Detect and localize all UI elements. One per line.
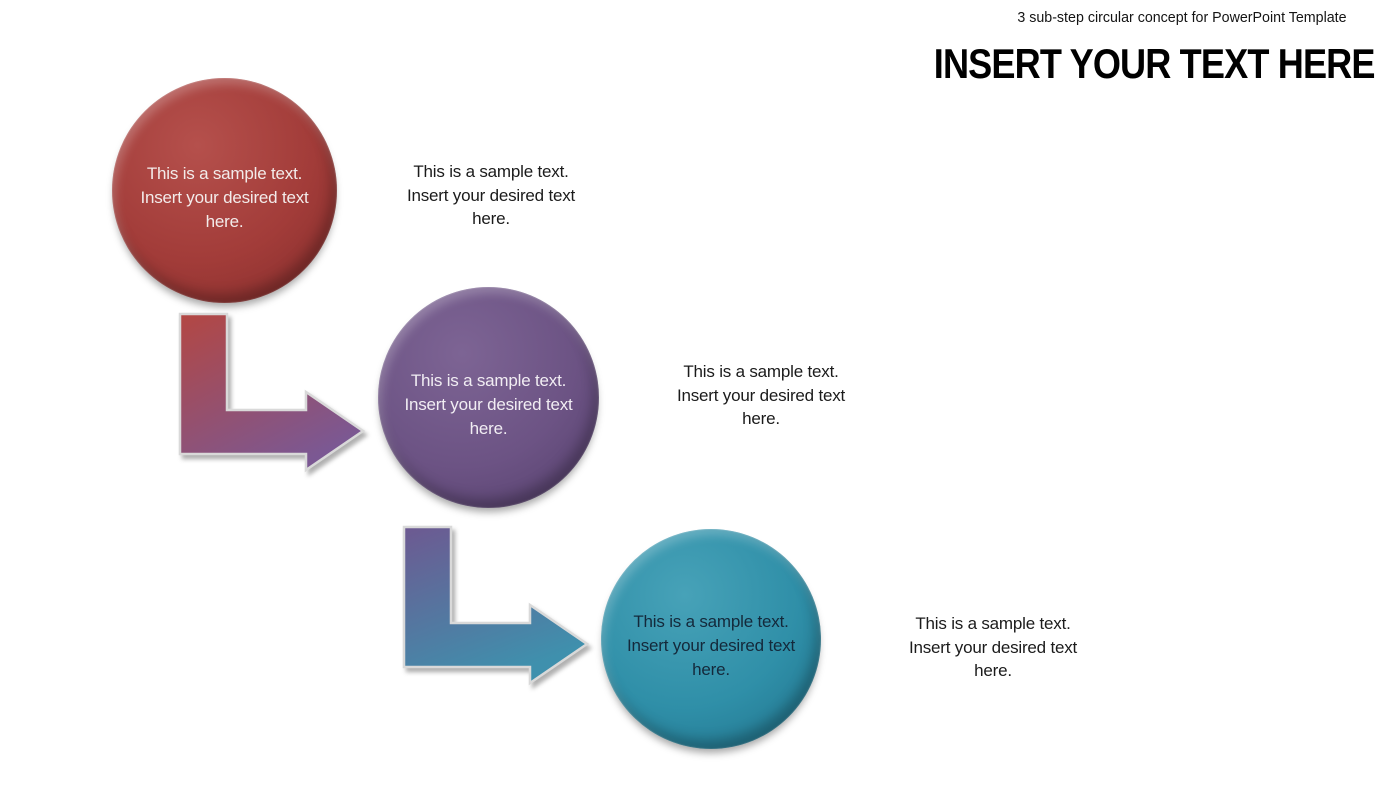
text-line: Insert your desired text [404, 394, 573, 414]
slide-subtitle: 3 sub-step circular concept for PowerPoi… [1017, 9, 1347, 26]
step-3-circle: This is a sample text. Insert your desir… [601, 529, 821, 749]
text-line: This is a sample text. [146, 163, 303, 183]
text-line: Insert your desired text [140, 187, 309, 207]
text-line: This is a sample text. [410, 370, 567, 390]
elbow-arrow-1-shape [178, 312, 366, 473]
text-line: here. [472, 209, 510, 228]
text-line: here. [469, 418, 508, 438]
text-line: here. [974, 661, 1012, 680]
elbow-arrow-1 [178, 312, 366, 473]
text-line: here. [205, 211, 244, 231]
elbow-arrow-2 [402, 525, 590, 686]
text-line: Insert your desired text [676, 385, 846, 405]
step-2-side-text: This is a sample text. Insert your desir… [641, 360, 881, 431]
text-line: This is a sample text. [915, 614, 1071, 633]
text-line: This is a sample text. [633, 612, 789, 631]
text-line: Insert your desired text [908, 637, 1078, 657]
step-2-circle-text: This is a sample text. Insert your desir… [388, 369, 588, 441]
step-3-side-text: This is a sample text. Insert your desir… [873, 612, 1113, 683]
text-line: Insert your desired text [406, 185, 576, 205]
step-1-circle-text: This is a sample text. Insert your desir… [124, 162, 324, 234]
step-1-side-text: This is a sample text. Insert your desir… [371, 160, 611, 231]
step-3-circle-text: This is a sample text. Insert your desir… [611, 610, 811, 682]
elbow-arrow-2-shape [402, 525, 590, 686]
text-line: This is a sample text. [413, 162, 569, 181]
text-line: here. [692, 660, 730, 679]
text-line: This is a sample text. [683, 362, 839, 381]
step-1-circle: This is a sample text. Insert your desir… [112, 78, 337, 303]
text-line: Insert your desired text [626, 636, 796, 655]
text-line: here. [742, 409, 780, 428]
step-2-circle: This is a sample text. Insert your desir… [378, 287, 599, 508]
slide-title: INSERT YOUR TEXT HERE [934, 40, 1376, 87]
